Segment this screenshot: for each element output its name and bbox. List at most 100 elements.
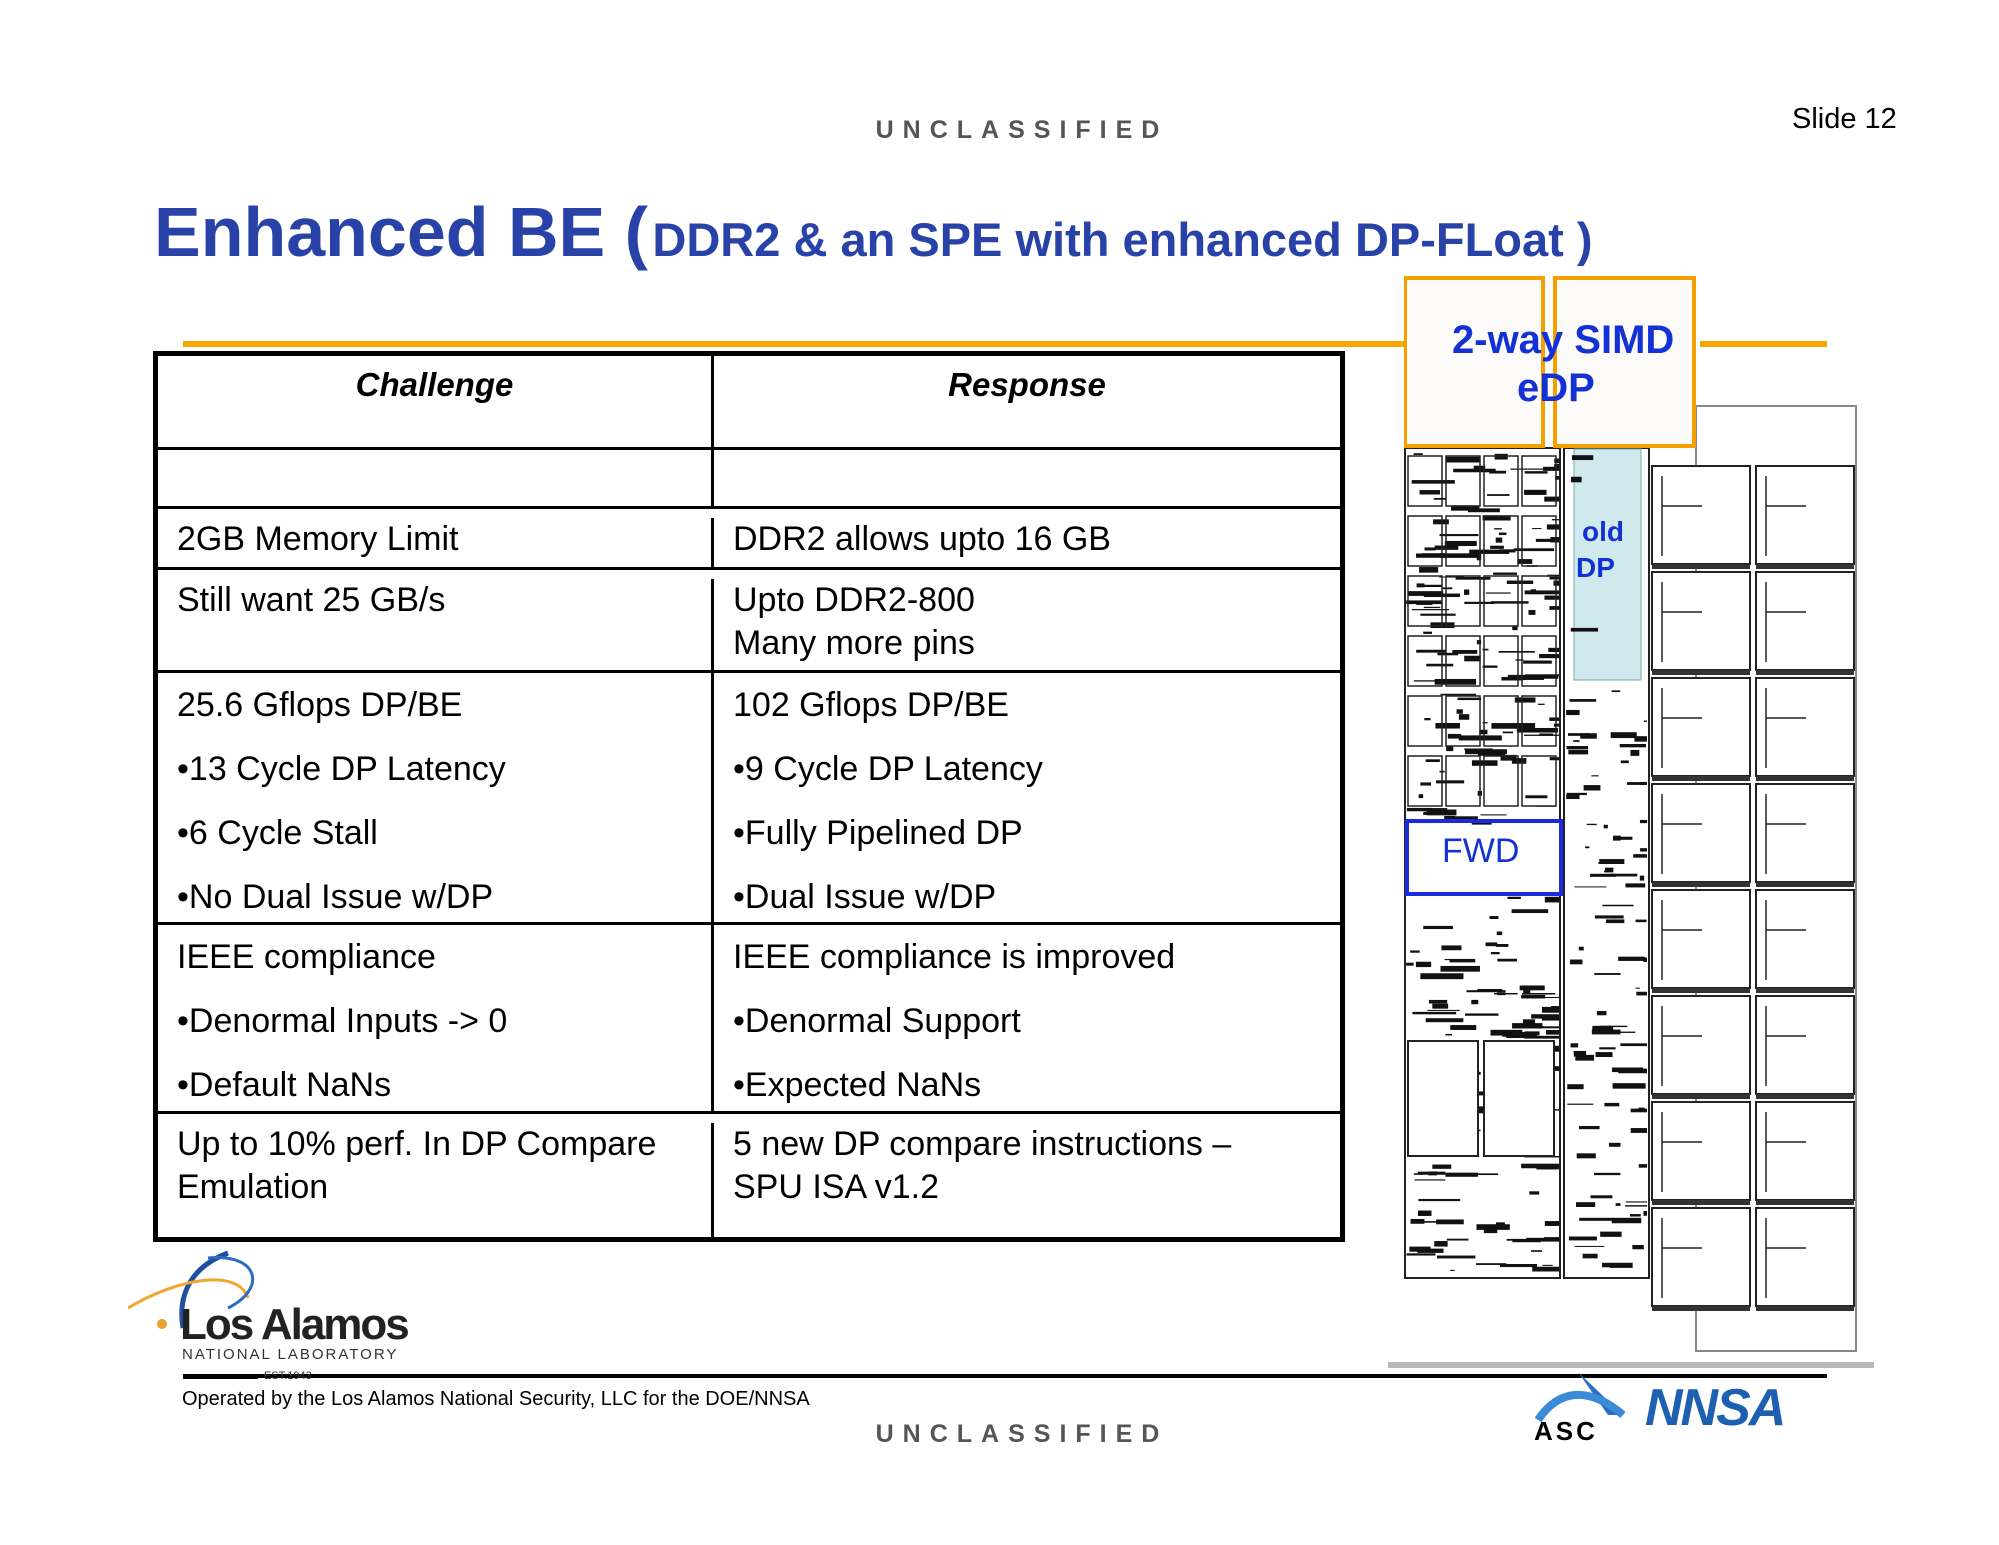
circuit-mark — [1574, 886, 1607, 888]
cell-bar — [1756, 1094, 1854, 1099]
circuit-mark — [1570, 959, 1583, 965]
circuit-mark — [1464, 589, 1470, 595]
challenge-response-table: Challenge Response 2GB Memory Limit DDR2… — [153, 351, 1345, 1242]
circuit-mark — [1549, 576, 1559, 580]
circuit-mark — [1636, 991, 1647, 996]
circuit-mark — [1444, 958, 1455, 961]
circuit-mark — [1529, 1191, 1540, 1195]
circuit-mark — [1406, 962, 1414, 966]
circuit-mark — [1551, 1006, 1559, 1008]
circuit-block — [1483, 515, 1519, 567]
circuit-mark — [1406, 1253, 1436, 1256]
slide-number: Slide 12 — [1792, 103, 1897, 135]
circuit-mark — [1409, 1246, 1431, 1252]
table-row: Still want 25 GB/s Upto DDR2-800 Many mo… — [158, 567, 1340, 670]
circuit-mark — [1601, 1262, 1611, 1268]
circuit-mark — [1489, 916, 1499, 920]
circuit-mark — [1420, 782, 1431, 786]
circuit-mark — [1455, 576, 1491, 580]
circuit-mark — [1416, 583, 1425, 588]
circuit-mark — [1618, 1069, 1647, 1074]
circuit-mark — [1415, 961, 1432, 968]
circuit-mark — [1449, 958, 1476, 963]
circuit-mark — [1574, 1245, 1605, 1247]
circuit-mark — [1512, 626, 1518, 631]
circuit-mark — [1419, 490, 1441, 495]
circuit-mark — [1605, 919, 1625, 924]
circuit-mark — [1609, 1262, 1633, 1268]
cell-text: IEEE compliance is improved — [733, 938, 1176, 976]
circuit-mark — [1511, 758, 1527, 764]
circuit-mark — [1436, 1255, 1476, 1259]
nnsa-logo: NNSA — [1645, 1378, 1835, 1437]
header-challenge: Challenge — [158, 356, 714, 447]
circuit-mark — [1625, 1201, 1647, 1203]
circuit-block — [1521, 635, 1557, 687]
circuit-mark — [1412, 1011, 1457, 1015]
circuit-mark — [1433, 519, 1449, 525]
circuit-mark — [1568, 1236, 1597, 1241]
circuit-mark — [1566, 792, 1587, 796]
cell-text: SPU ISA v1.2 — [733, 1168, 939, 1206]
circuit-mark — [1499, 1264, 1538, 1268]
circuit-mark — [1476, 640, 1482, 645]
circuit-mark — [1501, 676, 1524, 681]
circuit-mark — [1579, 1217, 1613, 1221]
circuit-mark — [1638, 1164, 1647, 1168]
circuit-mark — [1524, 471, 1548, 474]
circuit-block — [1445, 515, 1481, 567]
circuit-mark — [1485, 592, 1511, 594]
circuit-mark — [1507, 896, 1521, 899]
circuit-mark — [1510, 468, 1550, 470]
circuit-mark — [1630, 1128, 1647, 1133]
old-dp-label-line1: old — [1582, 516, 1624, 547]
circuit-mark — [1434, 678, 1477, 685]
circuit-mark — [1521, 992, 1556, 995]
circuit-mark — [1536, 1167, 1557, 1170]
circuit-mark — [1425, 759, 1440, 763]
circuit-mark — [1544, 1221, 1559, 1226]
circuit-block — [1445, 695, 1481, 747]
response-cell: Upto DDR2-800 Many more pins — [714, 579, 1340, 670]
cell-bar — [1652, 988, 1750, 993]
circuit-mark — [1426, 809, 1457, 816]
circuit-mark — [1425, 1018, 1464, 1023]
circuit-mark — [1424, 718, 1431, 721]
circuit-mark — [1524, 1035, 1559, 1039]
circuit-mark — [1416, 603, 1433, 605]
circuit-mark — [1482, 515, 1511, 521]
est-rule — [183, 1376, 258, 1379]
circuit-mark — [1613, 1031, 1636, 1033]
asc-text: ASC — [1534, 1416, 1598, 1446]
cell-text: •6 Cycle Stall — [177, 814, 378, 852]
local-store-cell — [1651, 889, 1751, 989]
cell-bar — [1652, 1306, 1750, 1311]
circuit-mark — [1447, 733, 1462, 739]
circuit-mark — [1457, 967, 1466, 972]
circuit-mark — [1432, 1003, 1449, 1009]
circuit-mark — [1633, 854, 1647, 858]
circuit-mark — [1595, 1052, 1613, 1058]
local-store-cell — [1651, 1207, 1751, 1307]
circuit-mark — [1410, 950, 1420, 953]
fwd-region — [1405, 819, 1563, 896]
simd-edp-block-1 — [1403, 276, 1545, 448]
circuit-mark — [1446, 456, 1481, 463]
circuit-mark — [1566, 746, 1589, 750]
circuit-mark — [1643, 957, 1647, 963]
local-store-cell — [1651, 995, 1751, 1095]
circuit-mark — [1424, 547, 1436, 551]
response-cell — [714, 450, 1340, 506]
circuit-mark — [1423, 606, 1441, 609]
circuit-block — [1521, 695, 1557, 747]
circuit-mark — [1419, 808, 1448, 810]
circuit-mark — [1575, 1054, 1595, 1061]
circuit-mark — [1570, 476, 1582, 483]
circuit-mark — [1611, 690, 1621, 693]
circuit-mark — [1590, 873, 1616, 877]
circuit-mark — [1483, 1229, 1498, 1234]
table-row: 25.6 Gflops DP/BE •13 Cycle DP Latency •… — [158, 670, 1340, 922]
circuit-mark — [1502, 731, 1514, 734]
circuit-mark — [1485, 942, 1498, 947]
circuit-mark — [1599, 859, 1625, 864]
